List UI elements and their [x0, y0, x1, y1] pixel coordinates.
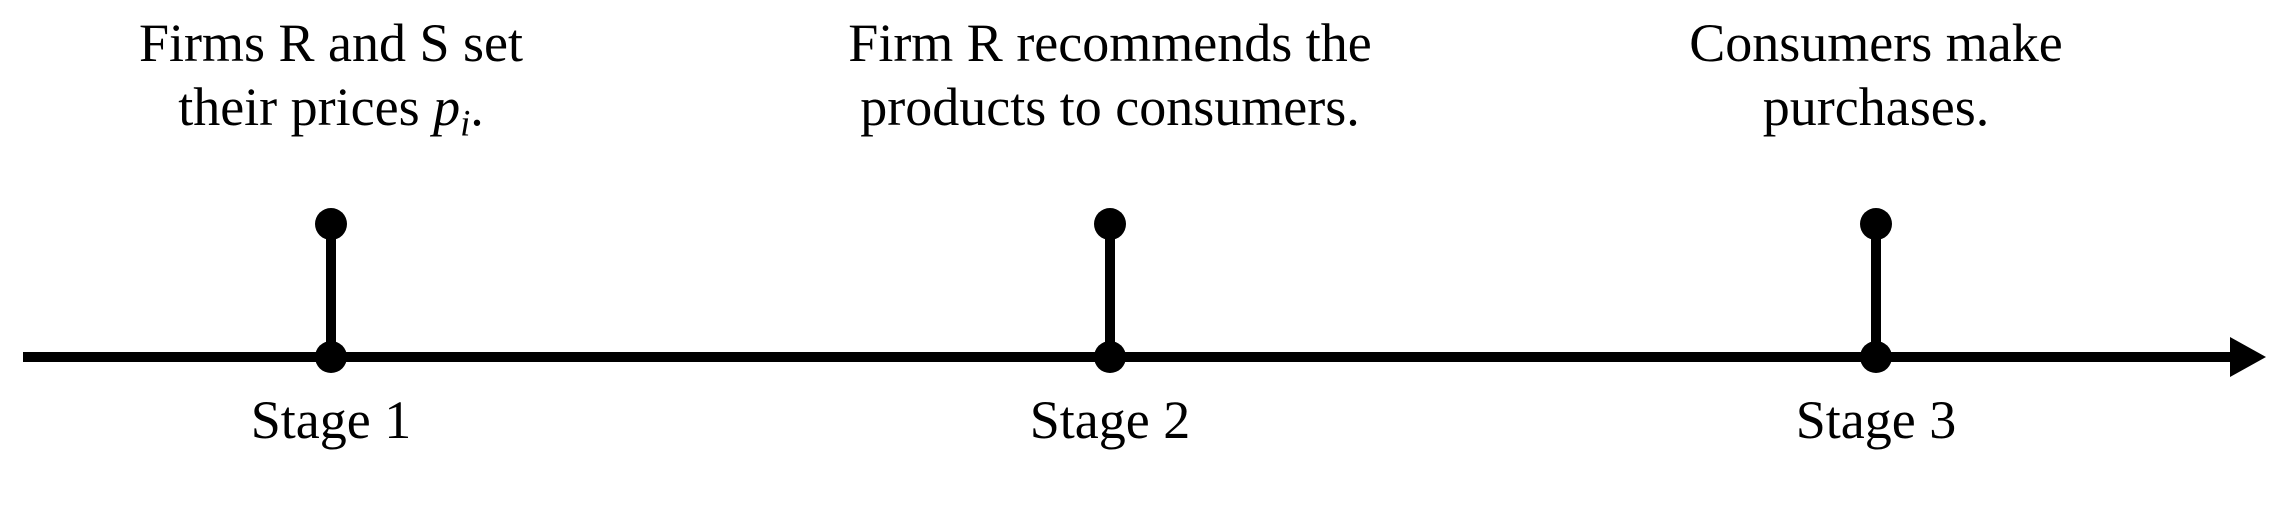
- time-axis-line: [23, 352, 2230, 362]
- stage-marker-3-stem: [1871, 224, 1881, 357]
- stage-marker-2-stem: [1105, 224, 1115, 357]
- caption-stage-2-line-2: products to consumers.: [860, 76, 1360, 137]
- caption-stage-3: Consumers make purchases.: [1689, 12, 2062, 139]
- caption-stage-1-period: .: [470, 76, 484, 137]
- stage-marker-1-axis-dot: [315, 341, 347, 373]
- caption-stage-2-line-1: Firm R recommends the: [848, 13, 1372, 73]
- price-variable-p: p: [433, 76, 461, 137]
- stage-label-3: Stage 3: [1795, 390, 1957, 450]
- stage-marker-2-top-dot: [1094, 208, 1126, 240]
- caption-stage-1-line-2: their prices pi.: [139, 76, 523, 145]
- caption-stage-1: Firms R and S set their prices pi.: [139, 12, 523, 144]
- stage-marker-3-top-dot: [1860, 208, 1892, 240]
- stage-label-1: Stage 1: [250, 390, 412, 450]
- stage-marker-1-stem: [326, 224, 336, 357]
- stage-label-2: Stage 2: [1029, 390, 1191, 450]
- stage-marker-3-axis-dot: [1860, 341, 1892, 373]
- caption-stage-1-line-1: Firms R and S set: [138, 13, 524, 73]
- price-variable-subscript-i: i: [460, 102, 471, 143]
- caption-stage-3-line-2: purchases.: [1762, 76, 1990, 137]
- caption-stage-2: Firm R recommends the products to consum…: [848, 12, 1371, 139]
- time-axis-arrowhead: [2230, 337, 2266, 377]
- caption-stage-3-line-1: Consumers make: [1689, 13, 2063, 73]
- caption-stage-1-line-2-text: their prices: [178, 76, 434, 137]
- stage-marker-2-axis-dot: [1094, 341, 1126, 373]
- stage-marker-1-top-dot: [315, 208, 347, 240]
